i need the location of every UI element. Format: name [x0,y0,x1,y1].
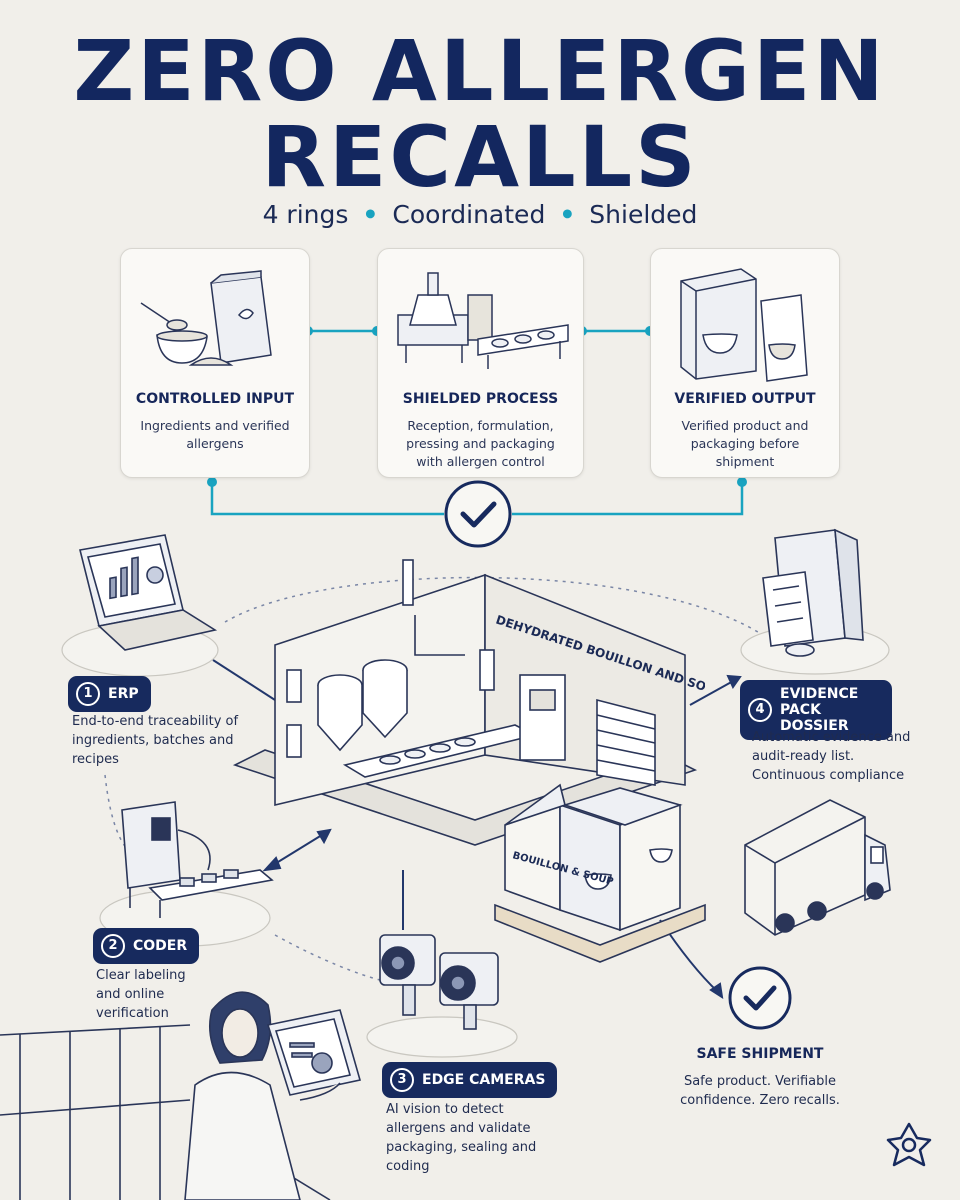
binder-icon [740,528,890,675]
card-verified-output: VERIFIED OUTPUT Verified product and pac… [650,248,840,478]
ring-badge-coder: 2 CODER [93,928,200,964]
card-title: VERIFIED OUTPUT [674,391,816,407]
camera-icon [366,934,518,1058]
safe-shipment-title: SAFE SHIPMENT [696,1046,824,1062]
subtitle-part-3: Shielded [589,200,698,229]
ring-label: ERP [108,686,139,702]
checkmark-icon [728,966,792,1030]
card-description: Verified product and packaging before sh… [681,418,809,469]
factory-illustration: DEHYDRATED BOUILLON AND SOUPS [232,559,705,846]
logo-icon [886,1122,932,1167]
card-title: CONTROLLED INPUT [135,391,295,407]
ring-number: 4 [748,698,772,722]
ring-description: AI vision to detect allergens and valida… [386,1102,537,1174]
card-controlled-input: CONTROLLED INPUT Ingredients and verifie… [120,248,310,478]
subtitle: 4 rings • Coordinated • Shielded [0,200,960,229]
card-title: SHIELDED PROCESS [402,391,559,407]
card-shielded-process: SHIELDED PROCESS Reception, formulation,… [377,248,584,478]
ring-description: End-to-end traceability of ingredients, … [72,714,239,767]
ring-badge-evidence-pack: 4 EVIDENCE PACK DOSSIER [740,680,892,740]
worker-illustration [0,991,362,1200]
laptop-icon [61,534,219,677]
card-description: Reception, formulation, pressing and pac… [406,418,555,469]
ring-badge-edge-cameras: 3 EDGE CAMERAS [382,1062,558,1098]
card-description: Ingredients and verified allergens [140,418,290,451]
ring-number: 2 [101,934,125,958]
pallet-illustration: BOUILLON & SOUP [494,783,706,963]
ring-label: EVIDENCE PACK DOSSIER [780,686,859,734]
checkmark-icon [444,480,512,548]
separator-dot: • [362,200,379,229]
safe-shipment-description: Safe product. Verifiable confidence. Zer… [680,1074,840,1108]
title-line-1: ZERO ALLERGEN [73,22,887,120]
subtitle-part-2: Coordinated [392,200,546,229]
separator-dot: • [559,200,576,229]
ring-number: 1 [76,682,100,706]
ring-label: CODER [133,938,188,954]
machine-icon [397,272,569,369]
ring-description: Automatic evidence and audit-ready list.… [752,730,911,783]
subtitle-part-1: 4 rings [262,200,349,229]
ring-label: EDGE CAMERAS [422,1072,546,1088]
title-line-2: RECALLS [261,108,699,206]
truck-icon [744,799,891,936]
ingredients-icon [140,270,272,366]
ring-badge-erp: 1 ERP [68,676,151,712]
packaging-icon [680,268,808,382]
ring-number: 3 [390,1068,414,1092]
page-title: ZERO ALLERGEN RECALLS [0,28,960,200]
ring-description: Clear labeling and online verification [96,968,186,1021]
